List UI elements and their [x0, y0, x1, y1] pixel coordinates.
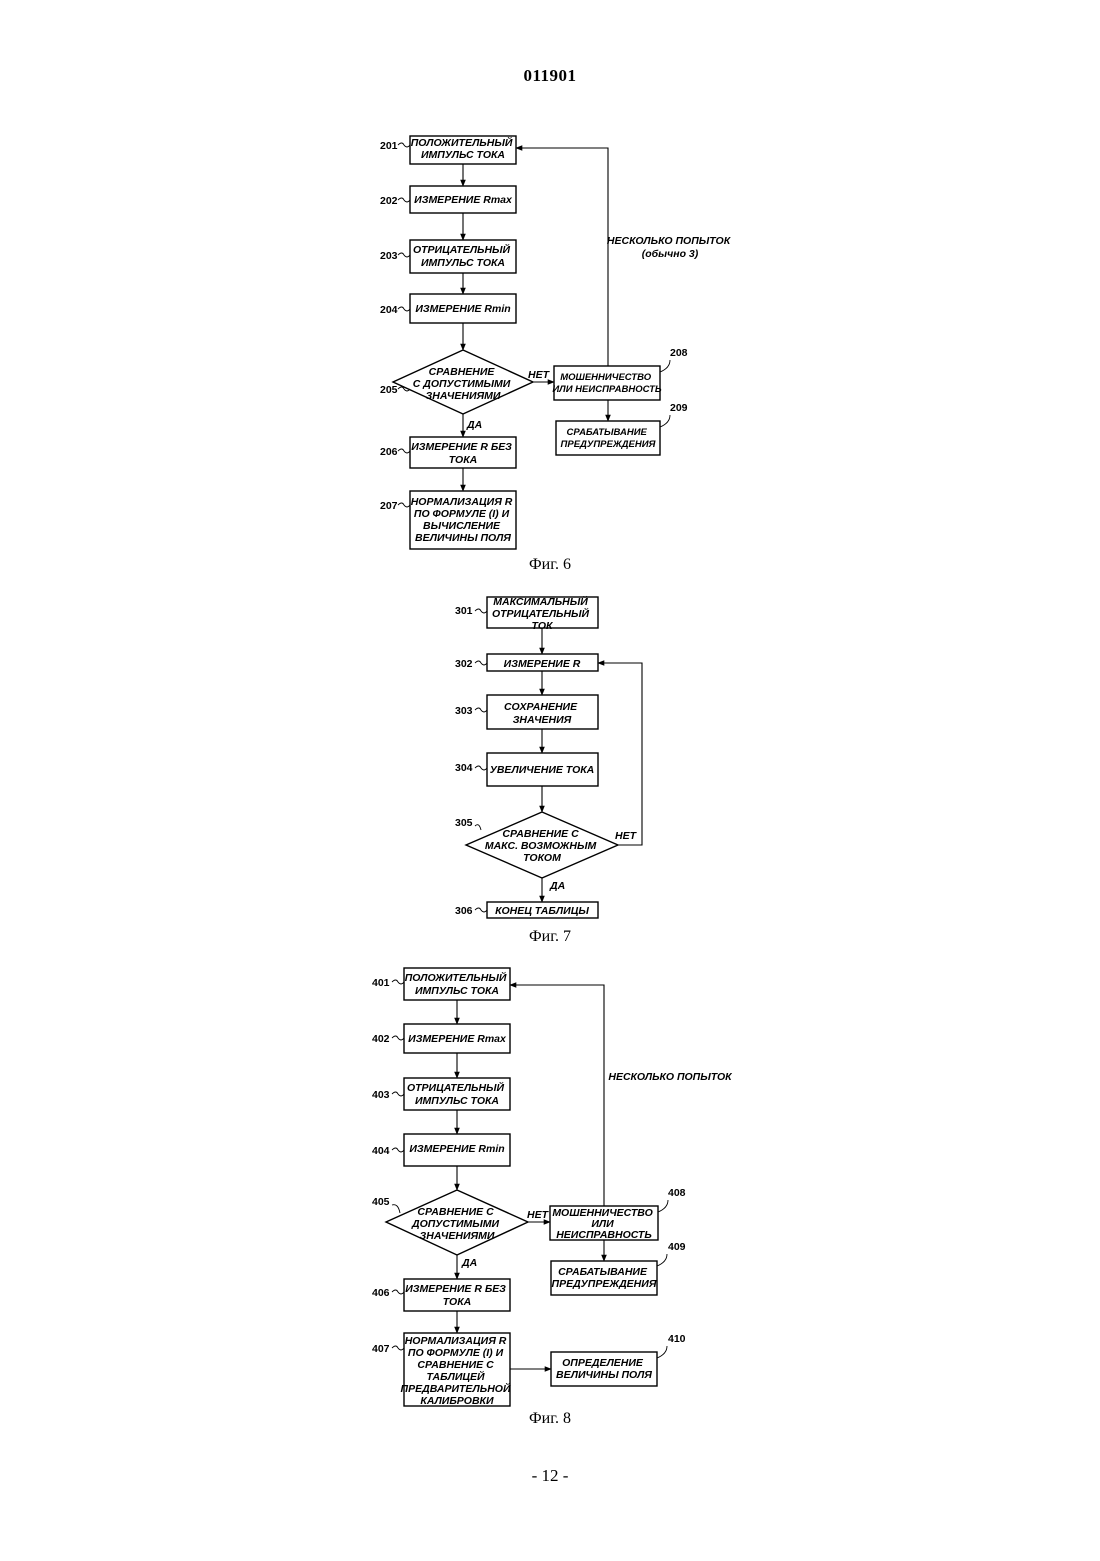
- ref-201: 201: [380, 140, 398, 152]
- label-302: ИЗМЕРЕНИЕ R: [504, 658, 581, 670]
- ref-203: 203: [380, 250, 398, 262]
- ref-410: 410: [668, 1333, 686, 1345]
- ref-302: 302: [455, 658, 473, 670]
- ref-301: 301: [455, 605, 473, 617]
- label-402: ИЗМЕРЕНИЕ Rmax: [408, 1033, 507, 1045]
- fig8-no-label: НЕТ: [527, 1209, 550, 1221]
- ref-303: 303: [455, 705, 473, 717]
- label-306: КОНЕЦ ТАБЛИЦЫ: [495, 905, 589, 917]
- label-404: ИЗМЕРЕНИЕ Rmin: [409, 1143, 504, 1155]
- fig8-caption: Фиг. 8: [529, 1410, 571, 1427]
- ref-205: 205: [380, 384, 398, 396]
- ref-405: 405: [372, 1196, 390, 1208]
- ref-404: 404: [372, 1145, 390, 1157]
- ref-306: 306: [455, 905, 473, 917]
- fig7-caption: Фиг. 7: [529, 928, 571, 945]
- fig7-leaders: [475, 609, 487, 912]
- page-number: - 12 -: [0, 1466, 1100, 1486]
- label-303: СОХРАНЕНИЕ ЗНАЧЕНИЯ: [504, 701, 580, 726]
- figure-6: 201 202 203 204 205 206 207 208 209 ПОЛО…: [380, 136, 733, 573]
- ref-408: 408: [668, 1187, 686, 1199]
- figure-8: 401 402 403 404 405 406 407 408 409 410 …: [372, 968, 733, 1427]
- ref-209: 209: [670, 402, 688, 414]
- fig6-loop-label: НЕСКОЛЬКО ПОПЫТОК (обычно 3): [607, 235, 733, 260]
- ref-409: 409: [668, 1241, 686, 1253]
- fig6-no-label: НЕТ: [528, 369, 551, 381]
- ref-406: 406: [372, 1287, 390, 1299]
- fig6-caption: Фиг. 6: [529, 556, 571, 573]
- fig7-yes-label: ДА: [549, 880, 565, 892]
- fig6-yes-label: ДА: [466, 419, 482, 431]
- label-410: ОПРЕДЕЛЕНИЕ ВЕЛИЧИНЫ ПОЛЯ: [556, 1357, 652, 1381]
- ref-402: 402: [372, 1033, 390, 1045]
- label-208: МОШЕННИЧЕСТВО ИЛИ НЕИСПРАВНОСТЬ: [552, 372, 662, 395]
- ref-305: 305: [455, 817, 473, 829]
- ref-202: 202: [380, 195, 398, 207]
- label-304: УВЕЛИЧЕНИЕ ТОКА: [490, 764, 595, 776]
- ref-407: 407: [372, 1343, 390, 1355]
- document-number: 011901: [0, 66, 1100, 86]
- fig8-yes-label: ДА: [461, 1257, 477, 1269]
- ref-206: 206: [380, 446, 398, 458]
- fig7-no-label: НЕТ: [615, 830, 638, 842]
- ref-208: 208: [670, 347, 688, 359]
- figure-7: 301 302 303 304 305 306 МАКСИМАЛЬНЫЙ ОТР…: [455, 595, 642, 945]
- ref-403: 403: [372, 1089, 390, 1101]
- ref-204: 204: [380, 304, 398, 316]
- ref-401: 401: [372, 977, 390, 989]
- label-207: НОРМАЛИЗАЦИЯ R ПО ФОРМУЛЕ (I) И ВЫЧИСЛЕН…: [411, 496, 516, 544]
- label-209: СРАБАТЫВАНИЕ ПРЕДУПРЕЖДЕНИЯ: [561, 427, 657, 450]
- label-409: СРАБАТЫВАНИЕ ПРЕДУПРЕЖДЕНИЯ: [552, 1266, 657, 1290]
- fig8-loop-label: НЕСКОЛЬКО ПОПЫТОК: [608, 1071, 733, 1083]
- label-204: ИЗМЕРЕНИЕ Rmin: [415, 303, 510, 315]
- label-202: ИЗМЕРЕНИЕ Rmax: [414, 194, 513, 206]
- label-201: ПОЛОЖИТЕЛЬНЫЙ ИМПУЛЬС ТОКА: [411, 136, 516, 161]
- label-405: СРАВНЕНИЕ С ДОПУСТИМЫМИ ЗНАЧЕНИЯМИ: [411, 1206, 502, 1242]
- ref-304: 304: [455, 762, 473, 774]
- ref-207: 207: [380, 500, 398, 512]
